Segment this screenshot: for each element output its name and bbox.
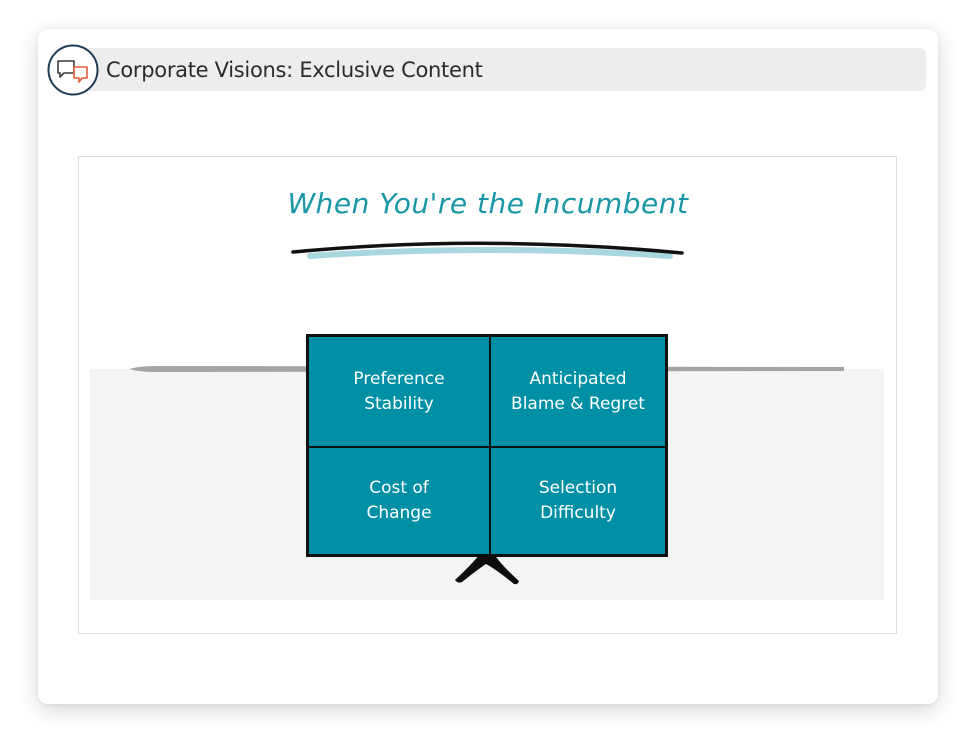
slide-title: When You're the Incumbent: [287, 187, 689, 220]
quadrant-cost-of-change: Cost of Change: [366, 478, 432, 523]
quadrant-anticipated-blame-regret: Anticipated Blame & Regret: [511, 368, 645, 414]
grid-divider-vertical: [489, 337, 491, 554]
header-bar: [64, 48, 926, 91]
board-stand: [455, 554, 519, 585]
chat-bubbles-icon: [47, 44, 99, 96]
quadrant-selection-difficulty: Selection Difficulty: [538, 478, 618, 523]
title-underline: [291, 241, 684, 259]
header-title: Corporate Visions: Exclusive Content: [106, 58, 483, 82]
quadrant-board: Preference Stability Anticipated Blame &…: [306, 334, 668, 557]
grid-divider-horizontal: [309, 446, 665, 448]
quadrant-preference-stability: Preference Stability: [353, 368, 445, 414]
